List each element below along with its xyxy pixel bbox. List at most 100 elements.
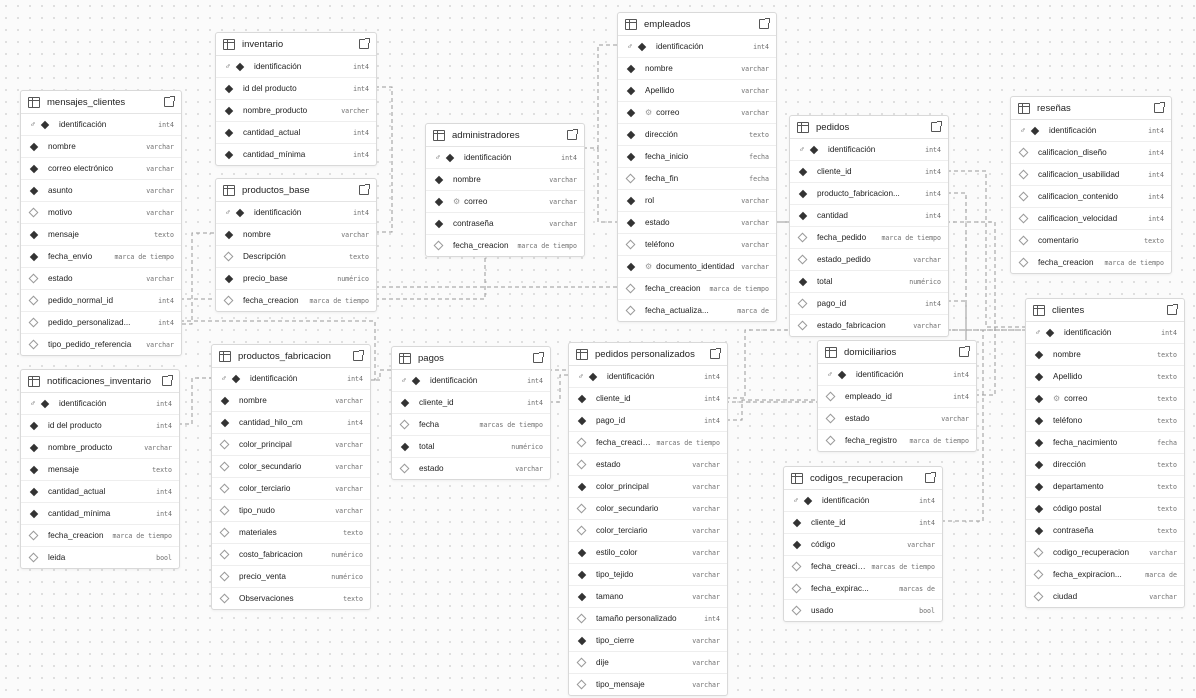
table-notificaciones-inventario[interactable]: notificaciones_inventario♂identificación… bbox=[20, 369, 180, 569]
table-header[interactable]: pagos bbox=[392, 347, 550, 370]
table-header[interactable]: codigos_recuperacion bbox=[784, 467, 942, 490]
open-external-icon[interactable] bbox=[759, 18, 770, 29]
table-header[interactable]: clientes bbox=[1026, 299, 1184, 322]
open-external-icon[interactable] bbox=[164, 96, 175, 107]
open-external-icon[interactable] bbox=[925, 472, 936, 483]
table-header[interactable]: domiciliarios bbox=[818, 341, 976, 364]
column-row[interactable]: fecha_expirac...marcas de bbox=[784, 578, 942, 600]
open-external-icon[interactable] bbox=[1154, 102, 1165, 113]
table-header[interactable]: administradores bbox=[426, 124, 584, 147]
column-row[interactable]: fecha_actualiza...marca de bbox=[618, 300, 776, 321]
table-header[interactable]: pedidos bbox=[790, 116, 948, 139]
open-external-icon[interactable] bbox=[533, 352, 544, 363]
table-header[interactable]: productos_base bbox=[216, 179, 376, 202]
column-row[interactable]: producto_fabricacion...int4 bbox=[790, 183, 948, 205]
open-external-icon[interactable] bbox=[359, 184, 370, 195]
table-header[interactable]: notificaciones_inventario bbox=[21, 370, 179, 393]
table-header[interactable]: pedidos personalizados bbox=[569, 343, 727, 366]
